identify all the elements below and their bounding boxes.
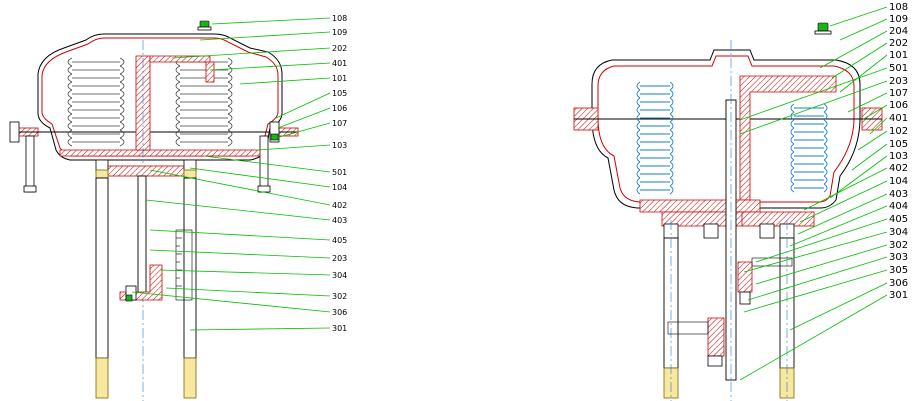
left-actuator-section — [9, 20, 299, 401]
leader-left-302 — [165, 287, 331, 297]
leader-left-203 — [149, 249, 331, 259]
leader-right-305 — [743, 269, 888, 313]
leader-right-405 — [755, 218, 888, 263]
leader-left-405 — [149, 229, 331, 241]
leader-right-108 — [829, 6, 888, 27]
leader-left-108 — [211, 17, 331, 25]
vent-cap-left — [199, 20, 210, 28]
callout-right-104: 104 — [889, 176, 908, 187]
leader-left-103 — [257, 144, 331, 151]
leader-right-304 — [743, 231, 888, 273]
leader-left-106 — [277, 107, 331, 129]
callout-right-102: 102 — [889, 126, 908, 137]
callout-left-109: 109 — [332, 28, 347, 37]
leader-left-107 — [275, 122, 331, 139]
leader-right-306 — [789, 282, 888, 331]
leader-right-303 — [747, 256, 888, 301]
callout-right-202: 202 — [889, 38, 908, 49]
leader-right-203 — [739, 80, 888, 135]
leader-right-107 — [847, 92, 888, 113]
leader-left-101 — [239, 77, 331, 85]
callout-right-107: 107 — [889, 88, 908, 99]
callout-right-401: 401 — [889, 113, 908, 124]
leader-right-403 — [797, 193, 888, 235]
leader-right-104 — [799, 180, 888, 223]
callout-left-402: 402 — [332, 201, 347, 210]
callout-right-203: 203 — [889, 76, 908, 87]
leader-right-101 — [839, 54, 888, 93]
callout-right-106: 106 — [889, 100, 908, 111]
callout-left-306: 306 — [332, 308, 347, 317]
callout-right-105: 105 — [889, 139, 908, 150]
leader-left-304 — [159, 269, 331, 276]
callout-right-305: 305 — [889, 265, 908, 276]
leader-left-401 — [209, 62, 331, 71]
callout-right-403: 403 — [889, 189, 908, 200]
leader-lines-left — [131, 17, 331, 331]
leader-right-402 — [803, 167, 888, 211]
leader-right-401 — [869, 117, 888, 135]
callout-left-106: 106 — [332, 104, 347, 113]
callout-right-204: 204 — [889, 26, 908, 37]
housing-outline-right — [591, 49, 861, 209]
callout-left-104: 104 — [332, 183, 347, 192]
vent-cap-right — [817, 22, 829, 32]
callout-left-501: 501 — [332, 168, 347, 177]
callout-left-405: 405 — [332, 236, 347, 245]
callout-left-401: 401 — [332, 59, 347, 68]
leader-right-202 — [831, 42, 888, 79]
callout-left-203: 203 — [332, 254, 347, 263]
callout-left-101: 101 — [332, 74, 347, 83]
labels-left: 108 109 202 401 101 105 106 107 103 501 104 402 403 4… — [332, 14, 347, 333]
leader-left-202 — [171, 47, 331, 59]
leader-right-501 — [739, 67, 888, 121]
leader-right-404 — [789, 205, 888, 247]
callout-left-403: 403 — [332, 216, 347, 225]
leader-left-105 — [275, 92, 331, 119]
callout-left-302: 302 — [332, 292, 347, 301]
callout-left-301: 301 — [332, 324, 347, 333]
leader-left-109 — [199, 31, 331, 41]
labels-right: 1081092042021015012031071064011021051034… — [889, 2, 908, 301]
callout-left-202: 202 — [332, 44, 347, 53]
leader-right-301 — [739, 294, 888, 381]
leader-right-102 — [857, 130, 888, 151]
callout-left-108: 108 — [332, 14, 347, 23]
callout-right-302: 302 — [889, 240, 908, 251]
leader-left-306 — [131, 291, 331, 313]
callout-right-101: 101 — [889, 50, 908, 61]
callout-right-501: 501 — [889, 63, 908, 74]
callout-left-103: 103 — [332, 141, 347, 150]
leader-right-302 — [755, 244, 888, 285]
leader-left-301 — [189, 327, 331, 331]
leader-lines-right — [739, 6, 888, 381]
callout-left-107: 107 — [332, 119, 347, 128]
callout-left-304: 304 — [332, 271, 347, 280]
callout-right-108: 108 — [889, 2, 908, 13]
callout-right-301: 301 — [889, 290, 908, 301]
leader-right-103 — [829, 155, 888, 199]
callout-right-103: 103 — [889, 151, 908, 162]
right-actuator-section — [573, 22, 883, 401]
housing-outline-left — [37, 33, 283, 161]
callout-right-109: 109 — [889, 14, 908, 25]
leader-right-204 — [819, 30, 888, 69]
callout-right-405: 405 — [889, 214, 908, 225]
leader-left-403 — [145, 199, 331, 221]
callout-right-404: 404 — [889, 201, 908, 212]
callout-right-306: 306 — [889, 278, 908, 289]
leader-left-501 — [203, 155, 331, 173]
leader-left-402 — [149, 169, 331, 206]
leader-right-105 — [851, 143, 888, 171]
callout-right-304: 304 — [889, 227, 908, 238]
leader-right-109 — [839, 18, 888, 41]
callout-left-105: 105 — [332, 89, 347, 98]
pillar-left-a — [95, 177, 109, 359]
leader-right-106 — [861, 104, 888, 121]
callout-right-402: 402 — [889, 163, 908, 174]
leader-left-104 — [189, 167, 331, 188]
callout-right-303: 303 — [889, 252, 908, 263]
